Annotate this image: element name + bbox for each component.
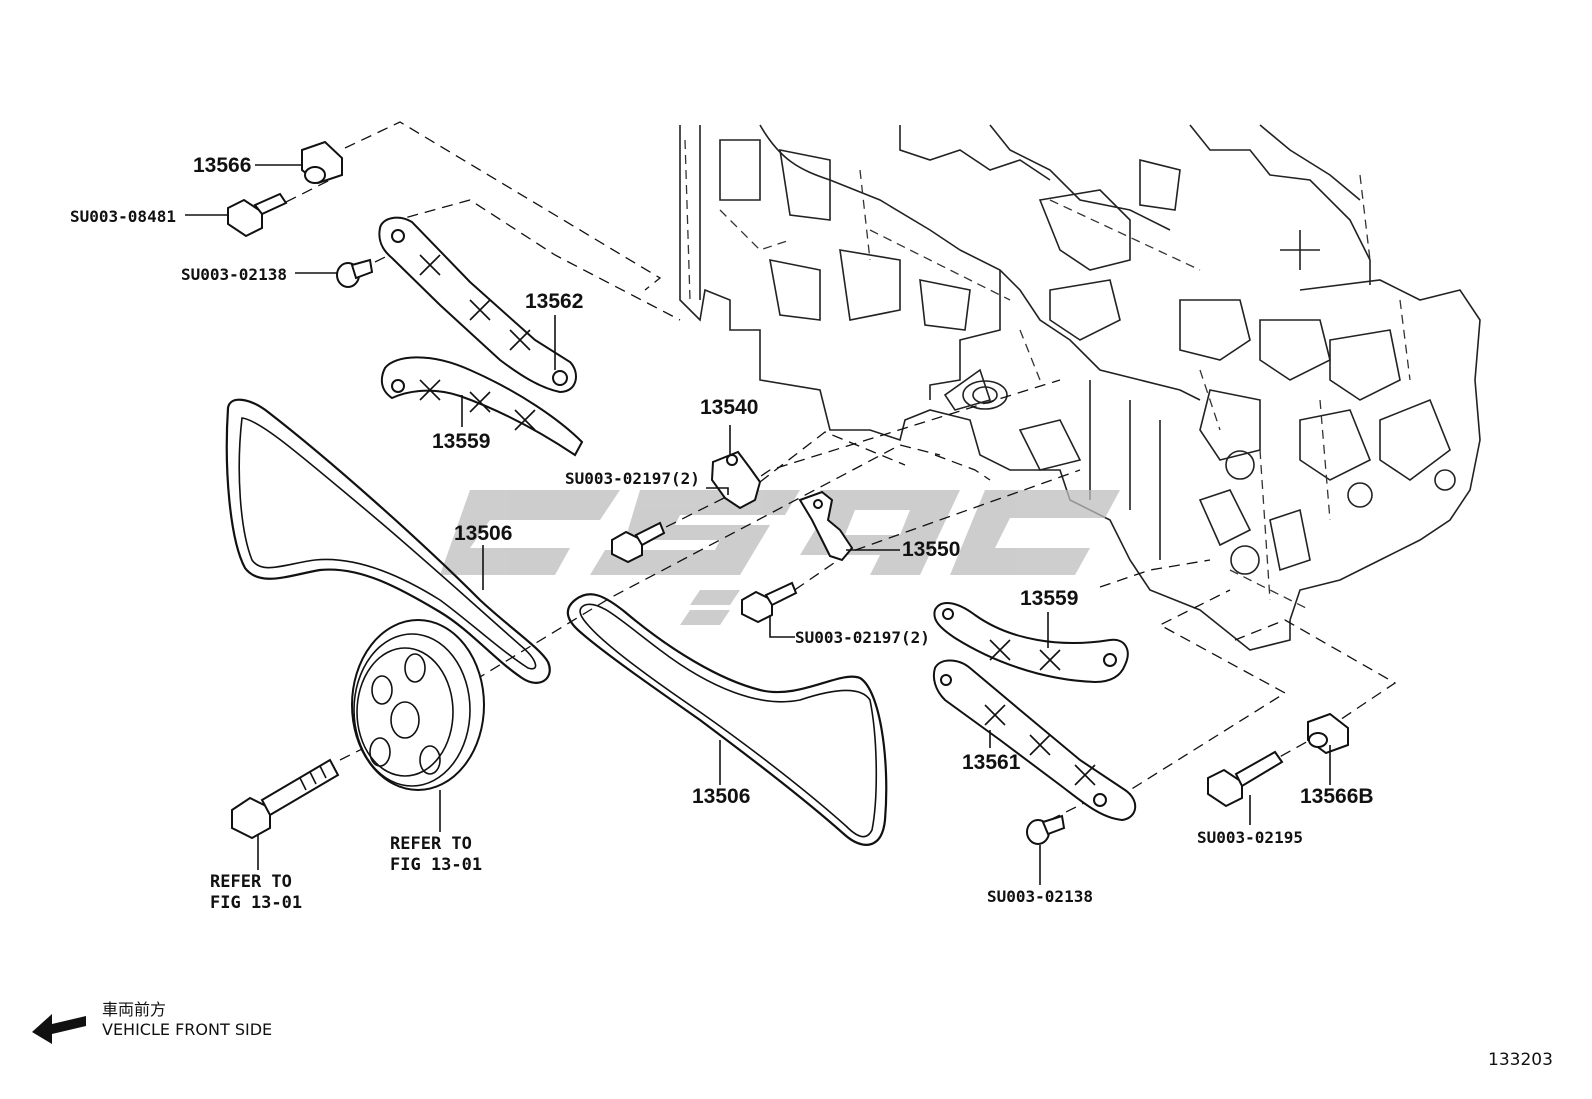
callout-13566[interactable]: 13566 <box>193 154 251 177</box>
part-13561-chain-guide[interactable] <box>932 659 1137 822</box>
callout-su003-02197-b[interactable]: SU003-02197(2) <box>795 628 930 647</box>
callout-su003-08481[interactable]: SU003-08481 <box>70 207 176 226</box>
part-crankshaft-bolt[interactable] <box>231 758 340 840</box>
callout-su003-02197-a[interactable]: SU003-02197(2) <box>565 469 700 488</box>
callout-13506-left[interactable]: 13506 <box>454 522 512 545</box>
part-13566-collar[interactable] <box>301 140 343 185</box>
callout-13506-right[interactable]: 13506 <box>692 785 750 808</box>
part-su003-02138-bolt-upper[interactable] <box>336 258 374 288</box>
callout-13540[interactable]: 13540 <box>700 396 758 419</box>
legend-english: VEHICLE FRONT SIDE <box>102 1020 272 1039</box>
part-su003-02195-bolt[interactable] <box>1207 750 1284 808</box>
part-crankshaft-pulley[interactable] <box>351 619 485 791</box>
callout-13550[interactable]: 13550 <box>902 538 960 561</box>
part-13559-chain-guide-lower[interactable] <box>933 602 1129 684</box>
refer-notes: REFER TO FIG 13-01 REFER TO FIG 13-01 <box>210 834 482 913</box>
refer-note-bolt-line2[interactable]: FIG 13-01 <box>210 893 302 913</box>
part-13550-tensioner-lever[interactable] <box>798 490 854 562</box>
callout-13559-upper[interactable]: 13559 <box>432 430 490 453</box>
watermark <box>440 490 1120 625</box>
part-13562-chain-guide[interactable] <box>378 216 577 394</box>
part-13506-timing-chain-right[interactable] <box>566 593 888 846</box>
callout-13562[interactable]: 13562 <box>525 290 583 313</box>
part-13506-timing-chain-left[interactable] <box>225 398 551 684</box>
callout-13561[interactable]: 13561 <box>962 751 1021 774</box>
figure-number: 133203 <box>1488 1050 1553 1070</box>
refer-note-pulley-line2[interactable]: FIG 13-01 <box>390 855 482 875</box>
part-13566b-collar[interactable] <box>1307 712 1349 755</box>
part-su003-02197-bolt-b[interactable] <box>741 581 798 624</box>
leader-lines <box>185 164 1331 885</box>
callout-labels: 13566 SU003-08481 SU003-02138 13562 1355… <box>70 154 1374 906</box>
callout-su003-02138-upper[interactable]: SU003-02138 <box>181 265 287 284</box>
callout-su003-02138-lower[interactable]: SU003-02138 <box>987 887 1093 906</box>
part-su003-02197-bolt-a[interactable] <box>611 521 666 564</box>
refer-note-pulley-line1[interactable]: REFER TO <box>390 834 472 854</box>
refer-note-bolt-line1[interactable]: REFER TO <box>210 872 292 892</box>
callout-su003-02195[interactable]: SU003-02195 <box>1197 828 1303 847</box>
callout-13566b[interactable]: 13566B <box>1300 785 1374 808</box>
part-su003-08481-bolt[interactable] <box>227 192 288 238</box>
arrow-left-icon <box>32 1014 86 1044</box>
part-su003-02138-bolt-lower[interactable] <box>1026 814 1066 845</box>
legend-japanese: 車両前方 <box>102 1000 166 1019</box>
engine-block <box>679 124 1481 651</box>
callout-13559-lower[interactable]: 13559 <box>1020 587 1078 610</box>
direction-legend: 車両前方 VEHICLE FRONT SIDE <box>32 1000 272 1044</box>
part-13540-chain-tensioner[interactable] <box>710 450 762 510</box>
part-13559-chain-guide-upper[interactable] <box>380 356 584 457</box>
